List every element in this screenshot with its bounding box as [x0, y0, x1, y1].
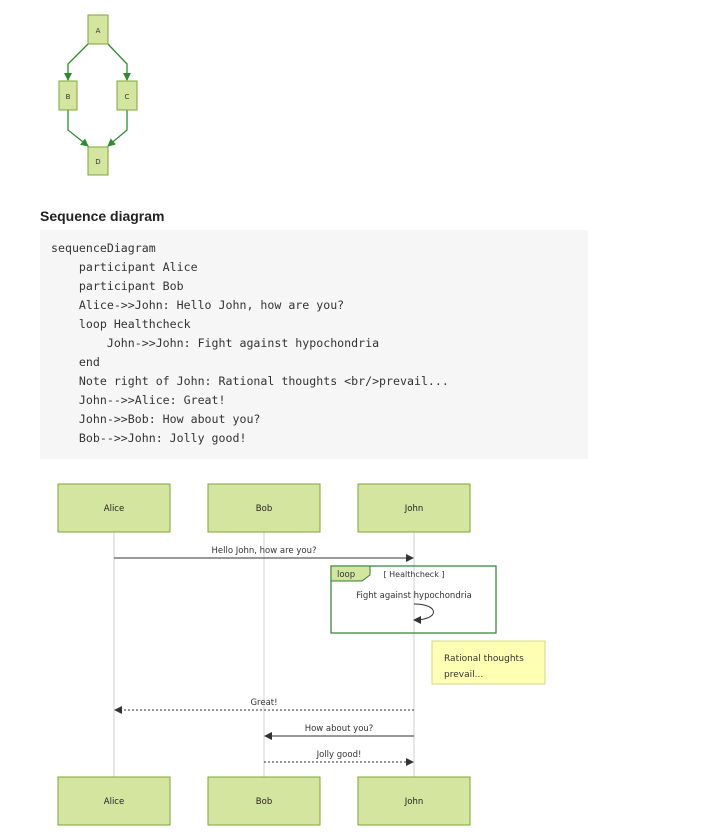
participant-alice-bottom[interactable]: Alice	[57, 776, 171, 826]
code-line: Bob-->>John: Jolly good!	[51, 431, 247, 445]
code-text: sequenceDiagram participant Alice partic…	[40, 230, 588, 448]
section-title: Sequence diagram	[40, 208, 165, 224]
node-c-label: C	[125, 93, 130, 101]
participant-label: Bob	[256, 504, 272, 514]
participant-label: John	[404, 504, 423, 514]
flowchart: A B C D	[58, 14, 138, 176]
node-b-label: B	[66, 93, 71, 101]
message-label: Fight against hypochondria	[356, 591, 472, 601]
note: Rational thoughts prevail...	[431, 640, 546, 685]
participant-label: John	[404, 797, 423, 807]
code-line: Note right of John: Rational thoughts <b…	[51, 374, 449, 388]
participant-label: Bob	[256, 797, 272, 807]
sequence-diagram: Alice Bob John Hello John, how are you? …	[57, 483, 546, 826]
node-d-label: D	[95, 158, 100, 166]
participant-label: Alice	[104, 797, 124, 807]
participant-john-top[interactable]: John	[357, 483, 471, 533]
code-line: sequenceDiagram	[51, 241, 156, 255]
message-label: How about you?	[305, 724, 374, 734]
note-line: prevail...	[444, 670, 483, 680]
node-a[interactable]: A	[87, 14, 109, 45]
loop-tag: loop	[337, 570, 355, 580]
self-message-arrow	[413, 603, 434, 624]
code-line: Alice->>John: Hello John, how are you?	[51, 298, 345, 312]
participant-alice-top[interactable]: Alice	[57, 483, 171, 533]
node-a-label: A	[96, 27, 101, 35]
edge-b-d	[67, 110, 89, 147]
participant-john-bottom[interactable]: John	[357, 776, 471, 826]
node-d[interactable]: D	[87, 146, 109, 176]
code-line: John->>John: Fight against hypochondria	[51, 336, 380, 350]
edge-a-b	[64, 43, 89, 81]
loop-frame: loop [ Healthcheck ]	[330, 565, 497, 634]
participant-label: Alice	[104, 504, 124, 514]
participant-bob-top[interactable]: Bob	[207, 483, 321, 533]
message-label: Jolly good!	[316, 750, 362, 760]
loop-label: [ Healthcheck ]	[383, 570, 444, 579]
edge-c-d	[107, 110, 128, 147]
node-b[interactable]: B	[58, 80, 78, 111]
code-line: John->>Bob: How about you?	[51, 412, 261, 426]
code-line: John-->>Alice: Great!	[51, 393, 226, 407]
code-block: sequenceDiagram participant Alice partic…	[40, 230, 588, 459]
code-line: loop Healthcheck	[51, 317, 191, 331]
flow-edges	[64, 43, 131, 147]
code-line: participant Bob	[51, 279, 184, 293]
message-label: Hello John, how are you?	[212, 546, 317, 556]
code-line: end	[51, 355, 100, 369]
loop-tag-box	[330, 565, 371, 582]
message-label: Great!	[250, 698, 277, 708]
participant-bob-bottom[interactable]: Bob	[207, 776, 321, 826]
node-c[interactable]: C	[116, 80, 138, 111]
edge-a-c	[107, 43, 131, 81]
code-line: participant Alice	[51, 260, 198, 274]
note-line: Rational thoughts	[444, 654, 524, 664]
